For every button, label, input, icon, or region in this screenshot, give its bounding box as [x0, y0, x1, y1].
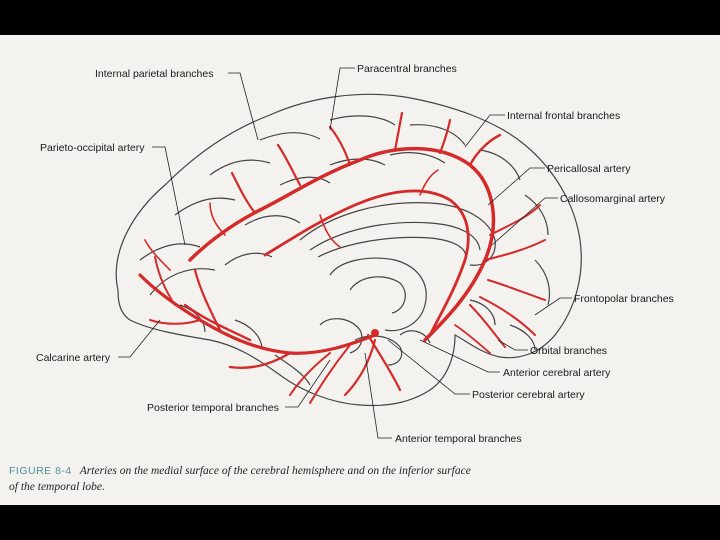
caption-text-line2: of the temporal lobe. — [9, 479, 609, 495]
label-posterior-cerebral-artery: Posterior cerebral artery — [472, 389, 585, 401]
caption-line-1: FIGURE 8-4 Arteries on the medial surface… — [9, 463, 609, 479]
figure-caption: FIGURE 8-4 Arteries on the medial surface… — [9, 463, 609, 495]
caption-text-line1: Arteries on the medial surface of the ce… — [80, 465, 471, 477]
bottom-black-bar — [0, 505, 720, 540]
label-callosomarginal-artery: Callosomarginal artery — [560, 193, 666, 205]
label-anterior-temporal-branches: Anterior temporal branches — [395, 433, 522, 445]
label-leader-lines — [118, 68, 572, 438]
label-orbital-branches: Orbital branches — [530, 345, 607, 357]
label-calcarine-artery: Calcarine artery — [36, 352, 111, 364]
brain-artery-figure: Internal parietal branches Paracentral b… — [0, 35, 720, 505]
label-paracentral-branches: Paracentral branches — [357, 63, 457, 75]
label-internal-frontal-branches: Internal frontal branches — [507, 110, 620, 122]
top-black-bar — [0, 0, 720, 35]
artery-network — [140, 113, 545, 403]
label-internal-parietal-branches: Internal parietal branches — [95, 68, 214, 80]
brain-outline — [116, 94, 581, 405]
label-parieto-occipital-artery: Parieto-occipital artery — [40, 142, 145, 154]
label-anterior-cerebral-artery: Anterior cerebral artery — [503, 367, 611, 379]
figure-labels: Internal parietal branches Paracentral b… — [36, 63, 674, 445]
caption-figure-number: FIGURE 8-4 — [9, 465, 72, 477]
label-posterior-temporal-branches: Posterior temporal branches — [147, 402, 279, 414]
label-frontopolar-branches: Frontopolar branches — [574, 293, 674, 305]
textbook-page: Internal parietal branches Paracentral b… — [0, 35, 720, 505]
label-pericallosal-artery: Pericallosal artery — [547, 163, 631, 175]
